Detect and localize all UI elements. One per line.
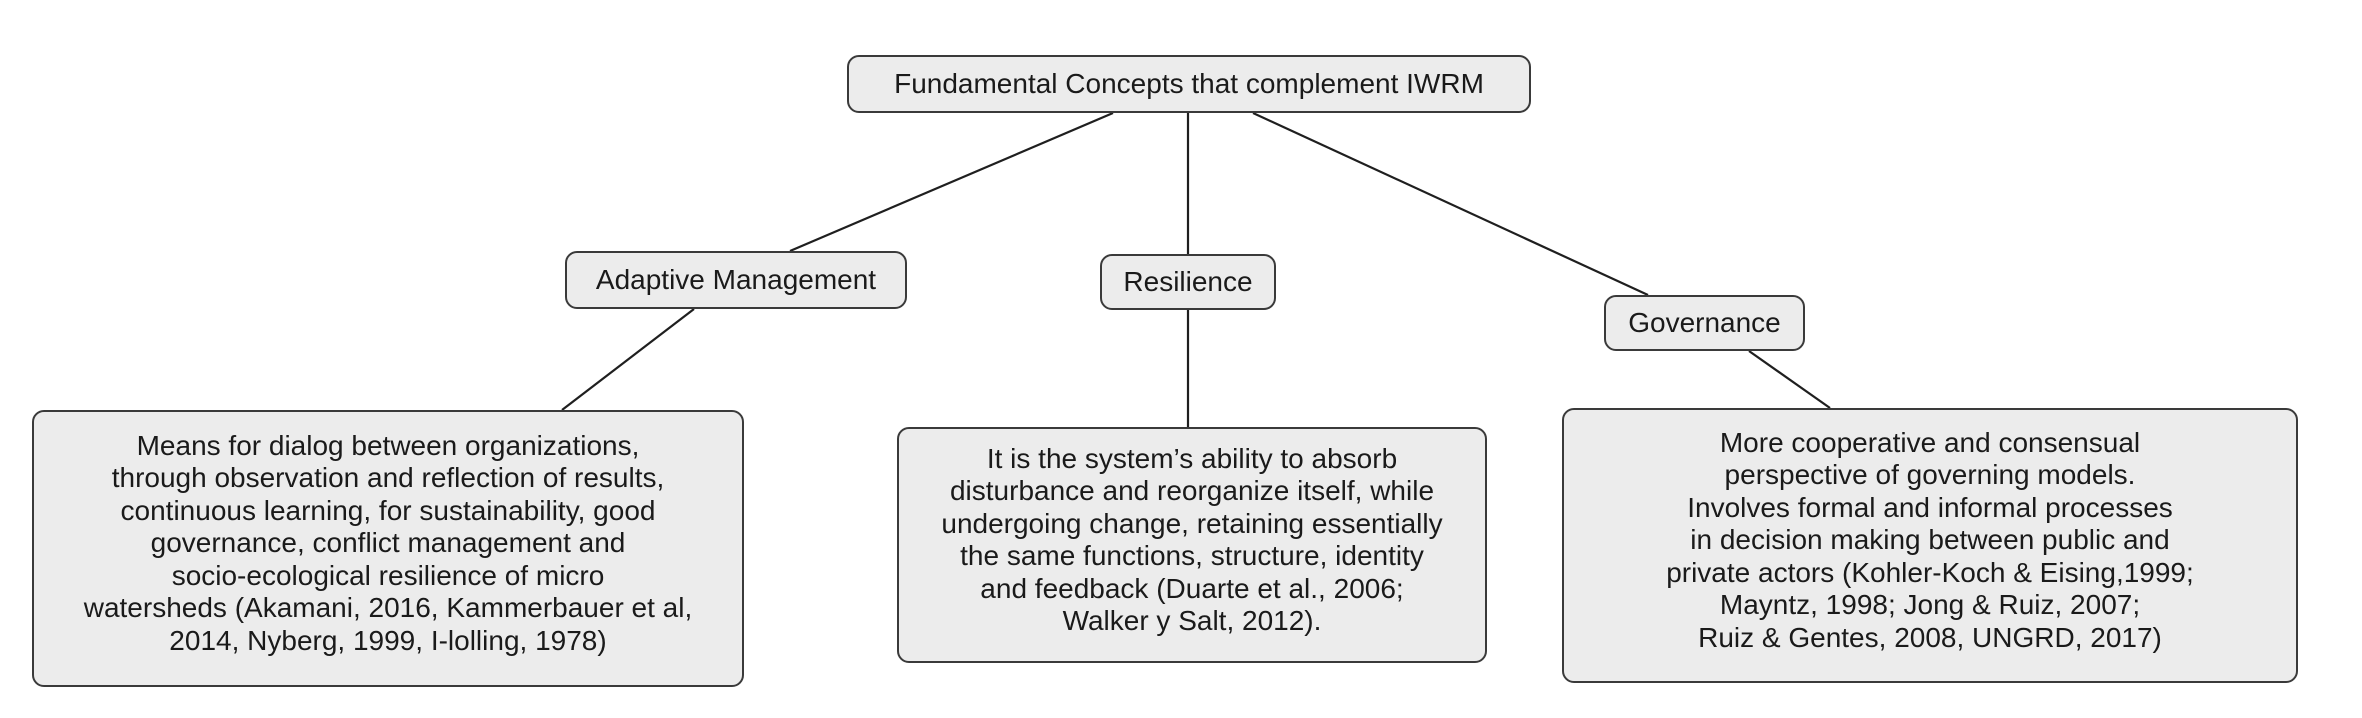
description-line: the same functions, structure, identity xyxy=(960,540,1424,571)
description-line: private actors (Kohler-Koch & Eising,199… xyxy=(1666,556,2194,588)
description-line: in decision making between public and xyxy=(1690,524,2170,556)
adaptive-management-node: Adaptive Management xyxy=(565,251,907,309)
connector-adaptive-description xyxy=(561,308,695,411)
resilience-node: Resilience xyxy=(1100,254,1276,310)
description-line: undergoing change, retaining essentially xyxy=(941,507,1443,539)
description-line: Involves formal and informal processes xyxy=(1687,491,2173,523)
resilience-label: Resilience xyxy=(1123,266,1253,297)
description-line: perspective of governing models. xyxy=(1724,459,2136,491)
description-line: governance, conflict management and xyxy=(150,527,626,559)
governance-description: More cooperative and consensual perspect… xyxy=(1562,408,2298,683)
description-line: and feedback (Duarte et al., 2006; xyxy=(980,572,1404,604)
root-concept-node: Fundamental Concepts that complement IWR… xyxy=(847,55,1531,113)
description-line: continuous learning, for sustainability,… xyxy=(120,494,656,526)
governance-label: Governance xyxy=(1628,307,1781,338)
resilience-description: It is the system’s ability to absorb dis… xyxy=(897,427,1487,663)
description-line: Walker y Salt, 2012). xyxy=(1062,605,1322,636)
description-line: socio-ecological resilience of micro xyxy=(171,559,605,591)
adaptive-management-description: Means for dialog between organizations, … xyxy=(32,410,744,687)
description-line: Ruiz & Gentes, 2008, UNGRD, 2017) xyxy=(1698,621,2162,653)
description-line: 2014, Nyberg, 1999, I-lolling, 1978) xyxy=(169,624,607,656)
connector-root-governance xyxy=(1252,112,1649,296)
adaptive-management-label: Adaptive Management xyxy=(595,264,877,295)
root-concept-label: Fundamental Concepts that complement IWR… xyxy=(894,68,1484,99)
governance-node: Governance xyxy=(1604,295,1805,351)
description-line: Mayntz, 1998; Jong & Ruiz, 2007; xyxy=(1719,589,2141,621)
description-line: disturbance and reorganize itself, while xyxy=(949,475,1435,506)
connector-governance-description xyxy=(1748,350,1831,409)
description-line: through observation and reflection of re… xyxy=(111,462,665,494)
description-line: It is the system’s ability to absorb xyxy=(986,442,1398,474)
description-line: watersheds (Akamani, 2016, Kammerbauer e… xyxy=(83,592,693,624)
description-line: More cooperative and consensual xyxy=(1719,426,2141,458)
connector-root-adaptive xyxy=(789,111,1114,253)
description-line: Means for dialog between organizations, xyxy=(136,429,640,461)
